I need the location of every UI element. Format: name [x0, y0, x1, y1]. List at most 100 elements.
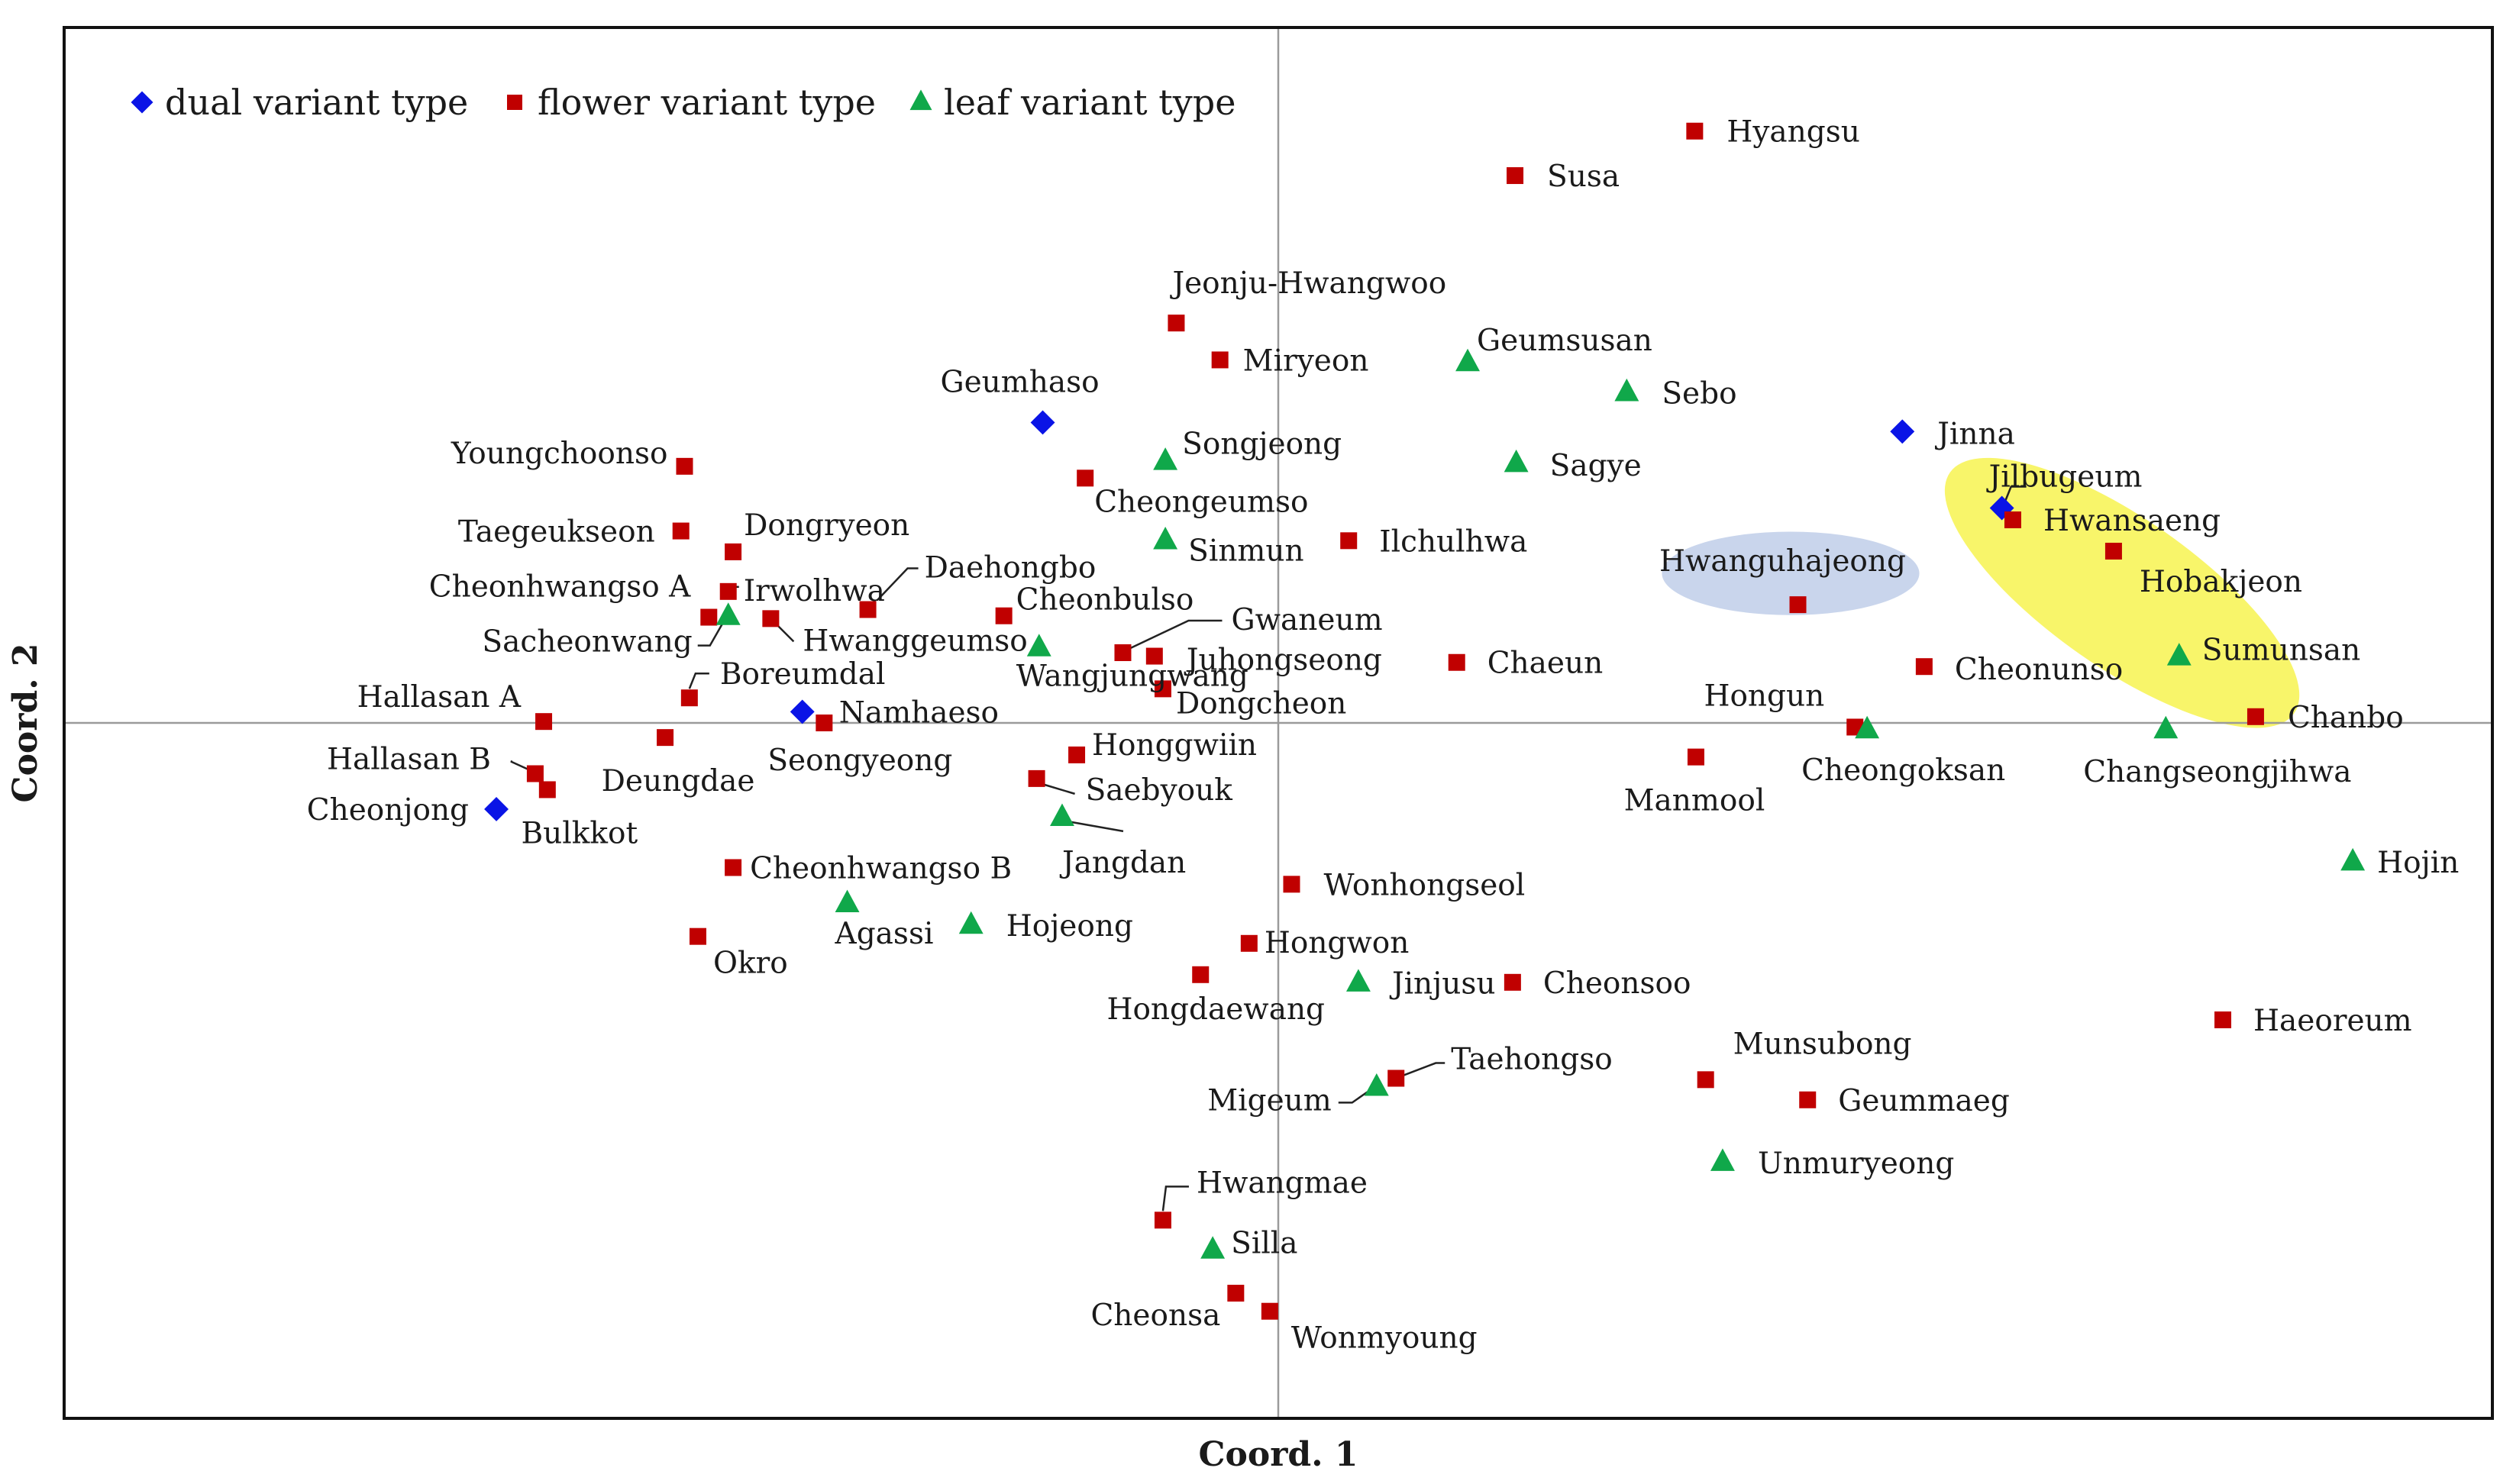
leader-hallasan-b [510, 760, 528, 770]
marker-namhaeso [790, 699, 815, 724]
label-hongwon: Hongwon [1265, 926, 1410, 960]
legend-label-leaf-variant-type: leaf variant type [944, 82, 1236, 123]
marker-jangdan [1050, 803, 1074, 827]
label-jinjusu: Jinjusu [1389, 967, 1496, 1002]
marker-changseongjihwa [2153, 715, 2179, 739]
label-hwansaeng: Hwansaeng [2043, 504, 2221, 538]
label-deungdae: Deungdae [602, 764, 755, 798]
marker-sumunsan [2166, 643, 2192, 666]
marker-hongdaewang [1192, 966, 1210, 983]
label-taehongso: Taehongso [1451, 1043, 1613, 1077]
leader-hwanggeumso [776, 624, 795, 643]
marker-chanbo [2247, 708, 2264, 725]
marker-songjeong [1153, 447, 1178, 470]
marker-seongyeong [816, 715, 833, 731]
marker-sinmun [1153, 526, 1178, 550]
leader-lines [510, 486, 2027, 1211]
marker-agassi [835, 889, 860, 913]
label-cheonjong: Cheonjong [307, 793, 469, 827]
label-miryeon: Miryeon [1243, 344, 1369, 378]
label-chanbo: Chanbo [2288, 701, 2404, 735]
marker-honggwiin [1068, 746, 1086, 763]
marker-hallasan-a [535, 713, 553, 731]
legend-label-flower-variant-type: flower variant type [538, 82, 876, 123]
label-hojeong: Hojeong [1006, 909, 1133, 944]
marker-geumhaso [1030, 410, 1055, 435]
label-namhaeso: Namhaeso [839, 695, 999, 730]
marker-jeonju-hwangwoo [1168, 315, 1185, 332]
marker-taehongso [1387, 1069, 1405, 1087]
marker-daehongbo [859, 601, 877, 618]
marker-hwangmae [1154, 1211, 1171, 1229]
marker-cheonhwangso-a [700, 608, 718, 626]
marker-cheongoksan [1855, 715, 1880, 739]
marker-taegeukseon [672, 522, 690, 540]
label-gwaneum: Gwaneum [1231, 603, 1382, 637]
marker-hwanguhajeong [1789, 596, 1807, 614]
label-susa: Susa [1547, 160, 1620, 194]
marker-migeum [1364, 1073, 1389, 1096]
marker-cheonunso [1915, 658, 1933, 676]
label-juhongseong: Juhongseong [1184, 644, 1382, 678]
marker-unmuryeong [1710, 1148, 1735, 1171]
label-songjeong: Songjeong [1182, 427, 1342, 461]
label-haeoreum: Haeoreum [2253, 1004, 2412, 1038]
legend-label-dual-variant-type: dual variant type [165, 82, 468, 123]
marker-jinjusu [1345, 969, 1371, 992]
label-hwangmae: Hwangmae [1197, 1166, 1368, 1200]
label-dongryeon: Dongryeon [744, 508, 909, 543]
label-geumsusan: Geumsusan [1477, 324, 1652, 358]
label-hongdaewang: Hongdaewang [1106, 992, 1325, 1027]
marker-youngchoonso [676, 457, 693, 475]
label-seongyeong: Seongyeong [767, 744, 952, 778]
label-chaeun: Chaeun [1487, 647, 1604, 681]
y-axis-title: Coord. 2 [6, 644, 45, 803]
label-cheonsa: Cheonsa [1090, 1298, 1220, 1333]
leader-sacheonwang [697, 623, 723, 647]
label-hallasan-b: Hallasan B [327, 743, 491, 777]
label-daehongbo: Daehongbo [925, 551, 1097, 586]
marker-hallasan-b [526, 765, 544, 782]
label-hwanguhajeong: Hwanguhajeong [1659, 544, 1906, 579]
marker-wonhongseol [1283, 876, 1300, 893]
marker-sagye [1504, 449, 1529, 473]
leader-boreumdal [688, 672, 709, 689]
marker-hwanggeumso [762, 610, 780, 627]
marker-sebo [1614, 378, 1639, 402]
marker-ilchulhwa [1340, 532, 1358, 550]
label-sacheonwang: Sacheonwang [482, 625, 692, 660]
plot-frame [63, 26, 2494, 1420]
label-munsubong: Munsubong [1733, 1027, 1912, 1061]
legend-marker-flower-variant-type [507, 95, 522, 110]
highlight-layer [1662, 457, 2300, 728]
label-cheongoksan: Cheongoksan [1801, 753, 2005, 788]
label-jeonju-hwangwoo: Jeonju-Hwangwoo [1169, 266, 1446, 301]
marker-gwaneum [1114, 644, 1132, 661]
label-hwanggeumso: Hwanggeumso [803, 624, 1027, 658]
marker-dongryeon [725, 543, 742, 560]
label-changseongjihwa: Changseongjihwa [2083, 755, 2351, 789]
marker-hongwon [1240, 934, 1258, 952]
marker-cheonsoo [1504, 973, 1521, 991]
marker-jinna [1890, 419, 1915, 444]
marker-hyangsu [1686, 122, 1704, 140]
label-geumhaso: Geumhaso [940, 365, 1099, 399]
legend-marker-dual-variant-type [131, 91, 153, 114]
label-bulkkot: Bulkkot [521, 816, 638, 850]
marker-chaeun [1448, 653, 1465, 671]
marker-okro [689, 928, 706, 945]
label-cheonhwangso-a: Cheonhwangso A [429, 570, 691, 605]
leader-gwaneum [1129, 619, 1223, 650]
marker-bulkkot [538, 781, 556, 798]
marker-saebyouk [1028, 769, 1045, 787]
label-taegeukseon: Taegeukseon [458, 515, 655, 550]
label-saebyouk: Saebyouk [1086, 773, 1233, 808]
label-dongcheon: Dongcheon [1176, 686, 1346, 721]
marker-juhongseong [1145, 647, 1163, 665]
label-migeum: Migeum [1207, 1083, 1332, 1118]
label-wonhongseol: Wonhongseol [1323, 868, 1525, 902]
label-cheonbulso: Cheonbulso [1016, 583, 1194, 618]
marker-miryeon [1211, 351, 1229, 369]
marker-cheonbulso [995, 607, 1013, 624]
label-cheongeumso: Cheongeumso [1094, 485, 1308, 519]
